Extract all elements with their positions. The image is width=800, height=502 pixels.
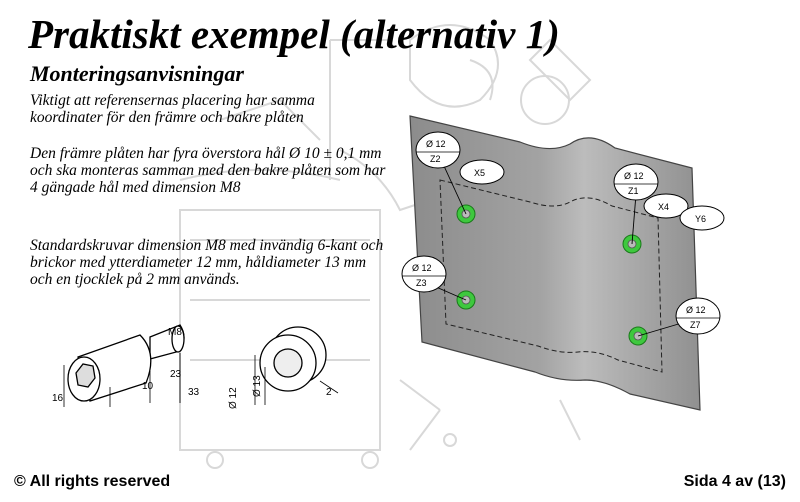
washer-dim-thickness: 2 bbox=[326, 387, 332, 398]
washer-illustration bbox=[259, 326, 327, 392]
datum-x4: X4 bbox=[643, 193, 689, 219]
screw-dim-23: 23 bbox=[170, 369, 182, 380]
plate-drawing: Ø 12 Z2 X5 Ø 12 Z1 X4 Y6 Ø 12 Z3 bbox=[401, 115, 725, 411]
washer-dim-hole: Ø 13 bbox=[252, 375, 263, 397]
svg-text:Ø 12: Ø 12 bbox=[686, 305, 706, 315]
screw-dim-16: 16 bbox=[52, 393, 64, 404]
svg-text:X4: X4 bbox=[658, 202, 669, 212]
svg-text:Z7: Z7 bbox=[690, 320, 701, 330]
datum-x5: X5 bbox=[459, 159, 505, 185]
page-number: Sida 4 av (13) bbox=[683, 473, 786, 490]
copyright-notice: © All rights reserved bbox=[14, 473, 171, 490]
svg-text:Ø 12: Ø 12 bbox=[412, 263, 432, 273]
svg-text:Z1: Z1 bbox=[628, 186, 639, 196]
screw-dim-10: 10 bbox=[142, 381, 154, 392]
screw-washer-drawing: M8 16 10 23 33 Ø 12 Ø 13 2 bbox=[52, 324, 339, 409]
screw-dim-33: 33 bbox=[188, 387, 200, 398]
instruction-paragraph-3: Standardskruvar dimension M8 med invändi… bbox=[30, 237, 384, 288]
svg-text:Ø 12: Ø 12 bbox=[426, 139, 446, 149]
datum-y6: Y6 bbox=[679, 205, 725, 231]
plate-outline-dashed bbox=[439, 179, 663, 373]
screw-thread-label: M8 bbox=[168, 327, 182, 338]
instruction-paragraph-1: Viktigt att referensernas placering har … bbox=[30, 92, 315, 126]
callout-z1: Ø 12 Z1 bbox=[613, 163, 659, 201]
svg-text:X5: X5 bbox=[474, 168, 485, 178]
page-subtitle: Monteringsanvisningar bbox=[30, 61, 244, 86]
svg-text:Z2: Z2 bbox=[430, 154, 441, 164]
page-title: Praktiskt exempel (alternativ 1) bbox=[28, 11, 560, 57]
washer-dim-outer: Ø 12 bbox=[228, 387, 239, 409]
instruction-paragraph-2: Den främre plåten har fyra överstora hål… bbox=[30, 145, 386, 196]
callout-z2: Ø 12 Z2 bbox=[415, 131, 461, 169]
callout-z3: Ø 12 Z3 bbox=[401, 255, 447, 293]
svg-text:Ø 12: Ø 12 bbox=[624, 171, 644, 181]
callout-z7: Ø 12 Z7 bbox=[675, 297, 721, 335]
screw-illustration bbox=[67, 324, 185, 402]
svg-text:Z3: Z3 bbox=[416, 278, 427, 288]
svg-text:Y6: Y6 bbox=[695, 214, 706, 224]
